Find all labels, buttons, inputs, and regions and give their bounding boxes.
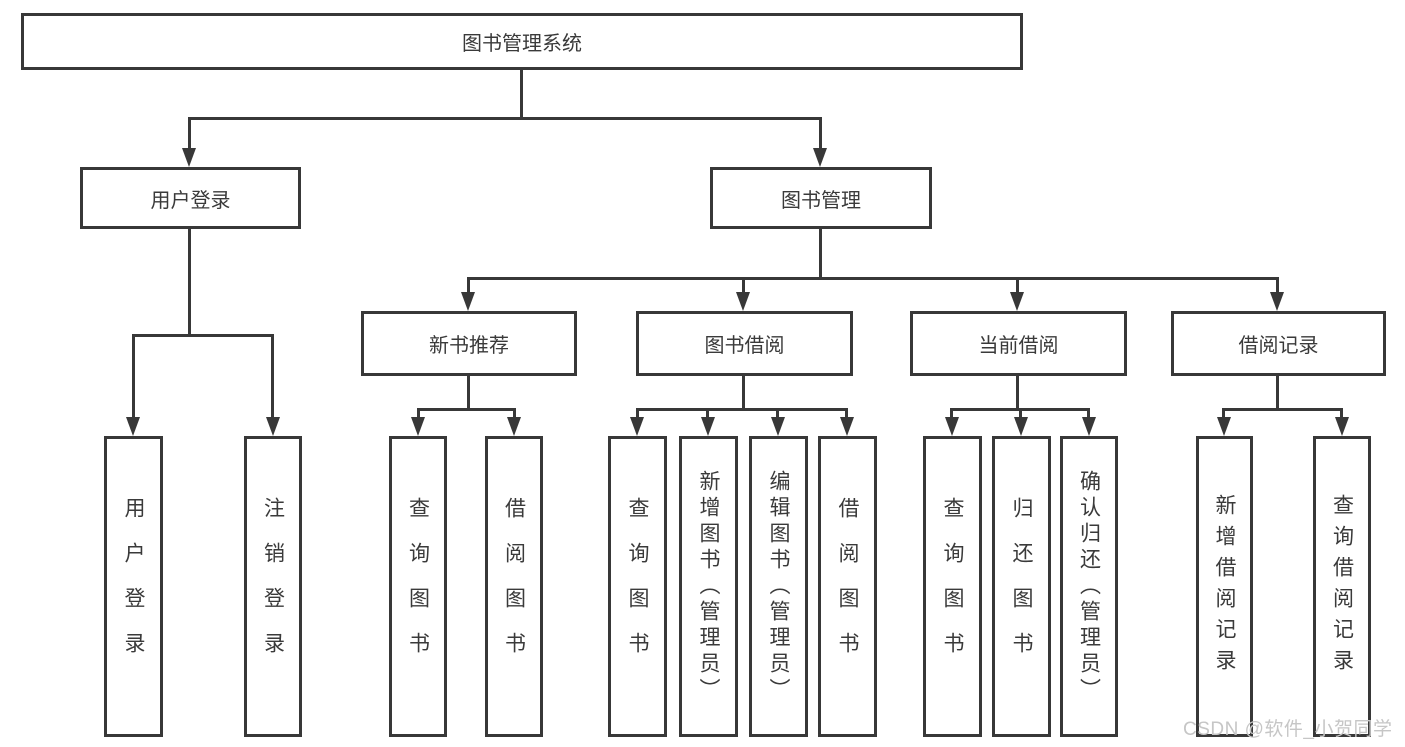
connector-line bbox=[417, 408, 420, 420]
connector-line bbox=[188, 117, 191, 150]
connector-line bbox=[819, 229, 822, 280]
node-book-management: 图书管理 bbox=[710, 167, 932, 229]
node-borrowing-records: 借阅记录 bbox=[1171, 311, 1386, 376]
node-label: 用户登录 bbox=[122, 496, 145, 677]
arrowhead-icon bbox=[736, 292, 750, 311]
arrowhead-icon bbox=[182, 148, 196, 167]
connector-line bbox=[1016, 376, 1019, 411]
connector-line bbox=[776, 408, 779, 420]
node-book-management-system: 图书管理系统 bbox=[21, 13, 1023, 70]
node-label: 图书管理系统 bbox=[462, 33, 582, 55]
leaf-edit-books-admin: 编辑图书（管理员） bbox=[749, 436, 808, 737]
arrowhead-icon bbox=[266, 417, 280, 436]
arrowhead-icon bbox=[1014, 417, 1028, 436]
connector-line bbox=[467, 376, 470, 411]
arrowhead-icon bbox=[1335, 417, 1349, 436]
node-label: 查询图书 bbox=[941, 496, 964, 677]
connector-line bbox=[1222, 408, 1225, 420]
csdn-watermark: CSDN @软件_小贺同学 bbox=[1183, 719, 1393, 740]
arrowhead-icon bbox=[1217, 417, 1231, 436]
connector-line bbox=[271, 334, 274, 419]
leaf-query-books-borrowing: 查询图书 bbox=[608, 436, 667, 737]
node-label: 新增借阅记录 bbox=[1213, 493, 1236, 680]
connector-line bbox=[1276, 277, 1279, 293]
connector-line bbox=[132, 334, 135, 419]
connector-line bbox=[520, 70, 523, 120]
connector-line bbox=[845, 408, 848, 420]
node-label: 借阅图书 bbox=[502, 496, 526, 677]
arrowhead-icon bbox=[701, 417, 715, 436]
node-label: 查询借阅记录 bbox=[1330, 493, 1354, 680]
leaf-query-books-recommend: 查询图书 bbox=[389, 436, 447, 737]
node-label: 借阅记录 bbox=[1238, 335, 1319, 357]
leaf-confirm-return-admin: 确认归还（管理员） bbox=[1060, 436, 1118, 737]
arrowhead-icon bbox=[461, 292, 475, 311]
connector-line bbox=[742, 376, 745, 411]
arrowhead-icon bbox=[1082, 417, 1096, 436]
connector-line bbox=[1087, 408, 1090, 420]
node-label: 归还图书 bbox=[1010, 496, 1033, 677]
leaf-return-books: 归还图书 bbox=[992, 436, 1051, 737]
connector-line bbox=[819, 117, 822, 150]
connector-line bbox=[636, 408, 639, 420]
connector-line bbox=[1340, 408, 1343, 420]
connector-line bbox=[636, 408, 848, 411]
connector-line bbox=[1276, 376, 1279, 411]
leaf-add-books-admin: 新增图书（管理员） bbox=[679, 436, 738, 737]
connector-line bbox=[1016, 277, 1019, 293]
leaf-user-login: 用户登录 bbox=[104, 436, 163, 737]
connector-line bbox=[467, 277, 1279, 280]
node-label: 查询图书 bbox=[406, 496, 430, 677]
node-user-login: 用户登录 bbox=[80, 167, 301, 229]
node-label: 图书借阅 bbox=[704, 335, 785, 357]
arrowhead-icon bbox=[507, 417, 521, 436]
node-label: 借阅图书 bbox=[836, 496, 859, 677]
connector-line bbox=[188, 229, 191, 337]
connector-line bbox=[1019, 408, 1022, 420]
connector-line bbox=[417, 408, 516, 411]
arrowhead-icon bbox=[945, 417, 959, 436]
connector-line bbox=[742, 277, 745, 293]
node-label: 编辑图书（管理员） bbox=[767, 469, 790, 704]
leaf-logout: 注销登录 bbox=[244, 436, 302, 737]
connector-line bbox=[950, 408, 953, 420]
arrowhead-icon bbox=[1010, 292, 1024, 311]
arrowhead-icon bbox=[411, 417, 425, 436]
connector-line bbox=[513, 408, 516, 420]
arrowhead-icon bbox=[840, 417, 854, 436]
node-book-borrowing: 图书借阅 bbox=[636, 311, 853, 376]
node-label: 确认归还（管理员） bbox=[1077, 469, 1101, 704]
arrowhead-icon bbox=[813, 148, 827, 167]
node-label: 用户登录 bbox=[150, 189, 231, 212]
connector-line bbox=[132, 334, 274, 337]
connector-line bbox=[1222, 408, 1343, 411]
leaf-add-borrow-record: 新增借阅记录 bbox=[1196, 436, 1253, 737]
leaf-borrow-books-recommend: 借阅图书 bbox=[485, 436, 543, 737]
arrowhead-icon bbox=[771, 417, 785, 436]
leaf-borrow-books: 借阅图书 bbox=[818, 436, 877, 737]
node-label: 查询图书 bbox=[626, 496, 649, 677]
connector-line bbox=[467, 277, 470, 293]
connector-line bbox=[706, 408, 709, 420]
arrowhead-icon bbox=[630, 417, 644, 436]
node-label: 新书推荐 bbox=[429, 335, 509, 357]
node-current-borrowing: 当前借阅 bbox=[910, 311, 1127, 376]
node-new-book-recommend: 新书推荐 bbox=[361, 311, 577, 376]
leaf-query-borrow-record: 查询借阅记录 bbox=[1313, 436, 1371, 737]
connector-line bbox=[188, 117, 822, 120]
node-label: 图书管理 bbox=[781, 189, 861, 212]
leaf-query-books-current: 查询图书 bbox=[923, 436, 982, 737]
node-label: 当前借阅 bbox=[978, 335, 1059, 357]
node-label: 新增图书（管理员） bbox=[697, 469, 720, 704]
node-label: 注销登录 bbox=[261, 496, 285, 677]
arrowhead-icon bbox=[1270, 292, 1284, 311]
arrowhead-icon bbox=[126, 417, 140, 436]
